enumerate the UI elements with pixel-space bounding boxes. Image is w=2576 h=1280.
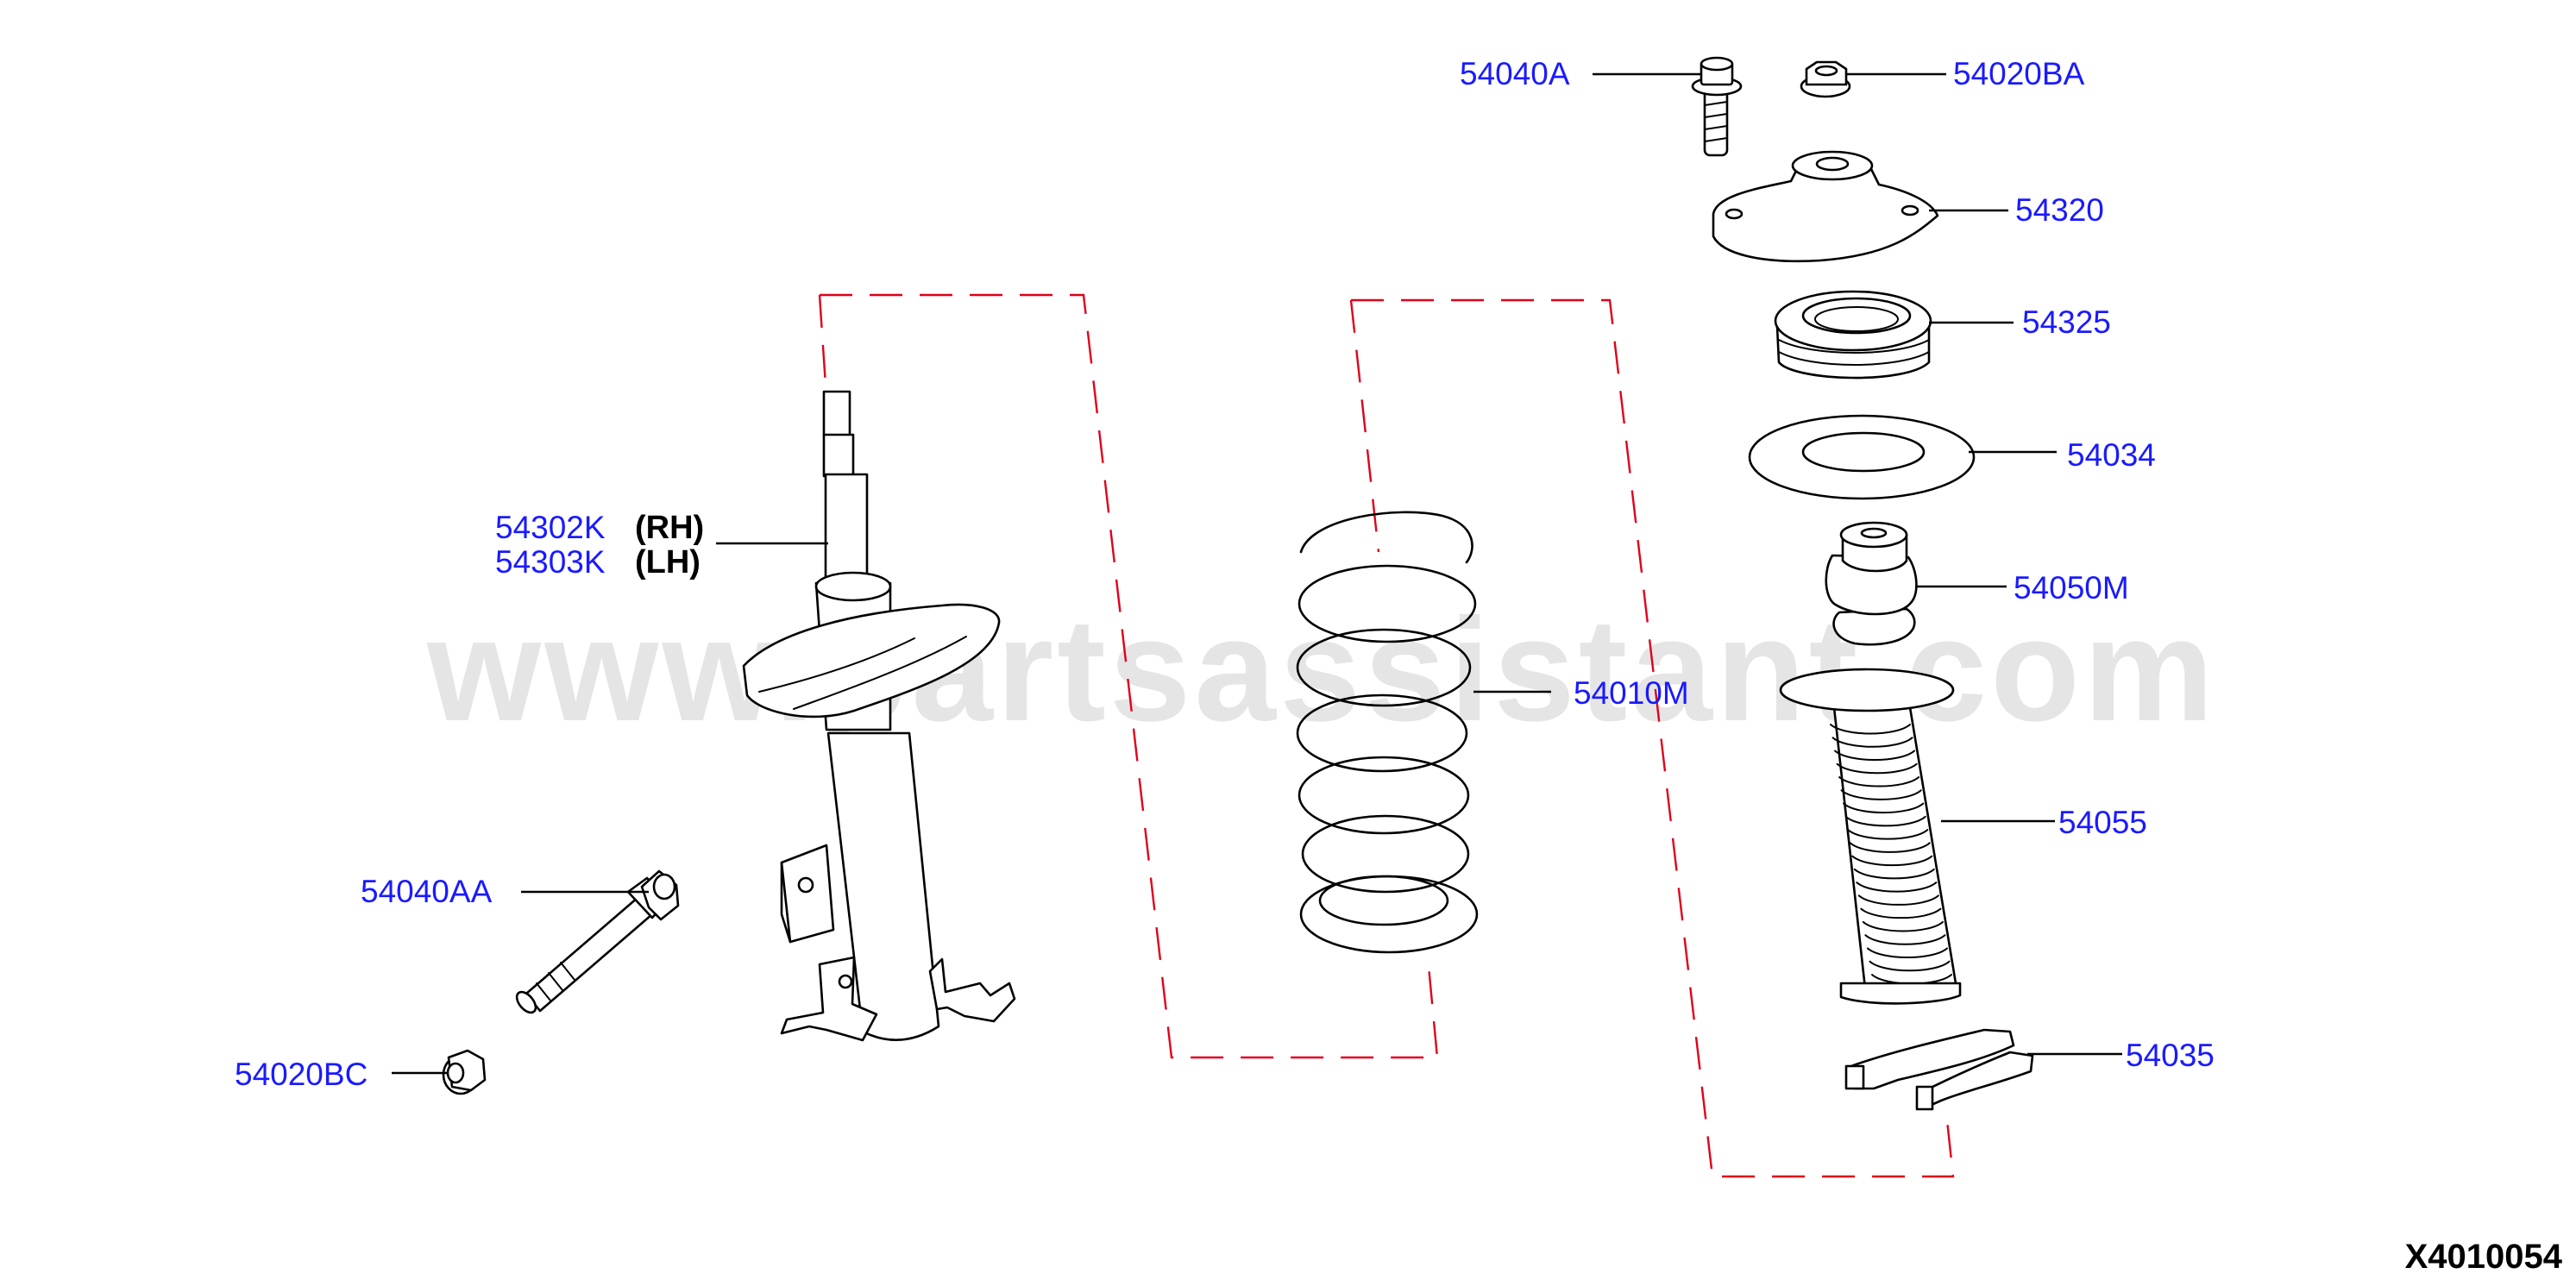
bump-stop-middle [1825, 554, 1918, 616]
lower-bracket-right [928, 957, 1016, 1023]
mount-body [1712, 166, 1939, 263]
boot-ring [1830, 724, 1911, 735]
boot-ring [1843, 802, 1925, 813]
coil-4 [1297, 756, 1470, 835]
boot-ring [1847, 829, 1929, 840]
label-54020BC[interactable]: 54020BC [235, 1057, 368, 1092]
label-54050M[interactable]: 54050M [2014, 570, 2129, 605]
lower-nut-hole [446, 1062, 465, 1084]
boot-ring [1869, 960, 1951, 972]
rod-upper [822, 433, 855, 478]
bolt-top-thread [1704, 101, 1728, 142]
lower-bolt-head-cap [652, 873, 676, 900]
clip-icon [1844, 1028, 2034, 1111]
label-54035[interactable]: 54035 [2126, 1038, 2215, 1073]
diagram-code: X4010054 [2405, 1238, 2563, 1276]
boot-ring [1844, 815, 1926, 827]
nut-top-hole [1814, 65, 1838, 77]
rod-tip [822, 390, 851, 438]
lower-bracket-hole [838, 974, 853, 989]
spring-boot-dashed-line [1351, 298, 1955, 1178]
callout-labels: 54040A 54020BA 54320 54325 54034 54050M … [235, 56, 2215, 1092]
coil-spring-icon [1296, 511, 1479, 954]
coil-inner-end [1318, 875, 1449, 926]
lower-bolt-tip [515, 990, 537, 1014]
top-bolt-icon [1691, 56, 1743, 157]
bearing-icon [1774, 290, 1932, 380]
mount-center-hole [1815, 156, 1850, 172]
clip-tab-left [1844, 1064, 1865, 1090]
boot-ring [1857, 894, 1939, 906]
boot-ring [1853, 868, 1935, 880]
seat-inner [1801, 431, 1926, 473]
label-54302K[interactable]: 54302K [495, 510, 606, 545]
bump-stop-hole [1860, 527, 1888, 539]
coil-top [1299, 511, 1473, 564]
bearing-inner [1801, 297, 1912, 335]
strut-spring-dashed-line [820, 293, 1439, 1059]
label-rh: (RH) [635, 510, 704, 546]
spring-seat-plate [742, 603, 1001, 718]
boot-ring [1849, 842, 1931, 853]
lower-bolt-thread [536, 962, 575, 1001]
label-54040A[interactable]: 54040A [1460, 56, 1570, 91]
boot-ring [1862, 920, 1944, 932]
clip-body [1850, 1028, 2015, 1090]
boot-ring [1856, 882, 1938, 893]
label-lh: (LH) [635, 544, 701, 580]
boot-ring [1866, 947, 1948, 958]
coil-1 [1297, 564, 1477, 643]
boot-rings [1830, 724, 1952, 985]
lower-nut-icon [442, 1049, 487, 1095]
spring-seat-icon [1748, 414, 1976, 500]
boot-ring [1840, 789, 1922, 800]
collar-top [814, 571, 892, 602]
boot-ring [1834, 750, 1916, 761]
bracket-edge [780, 861, 792, 944]
bump-stop-icon [1825, 521, 1918, 646]
label-54055[interactable]: 54055 [2058, 805, 2147, 840]
bolt-top-shank [1703, 88, 1729, 157]
label-54040AA[interactable]: 54040AA [361, 874, 493, 909]
clip-tab-right [1915, 1085, 1934, 1111]
top-nut-icon [1800, 60, 1851, 98]
label-54303K[interactable]: 54303K [495, 544, 606, 580]
label-54020BA[interactable]: 54020BA [1953, 56, 2085, 91]
boot-ring [1864, 934, 1946, 945]
boot-ring [1838, 776, 1920, 787]
boot-ring [1836, 762, 1918, 775]
mount-stud-left [1725, 208, 1744, 220]
clip-lower-arm [1917, 1051, 2034, 1109]
bolt-top-head-cap [1700, 56, 1734, 72]
lower-bracket-left [780, 956, 878, 1042]
bump-stop-lower [1832, 607, 1916, 646]
boot-top [1779, 668, 1955, 712]
label-54034[interactable]: 54034 [2067, 437, 2156, 473]
label-54325[interactable]: 54325 [2022, 304, 2111, 340]
boot-ring [1831, 737, 1913, 748]
coil-5 [1301, 814, 1470, 894]
bearing-inner-ring [1814, 306, 1899, 332]
strut-mount-icon [1712, 150, 1939, 263]
leader-lines [392, 72, 2122, 1075]
lower-bolt-icon [515, 869, 680, 1014]
bracket-hole [797, 876, 814, 894]
boot-ring [1851, 855, 1933, 867]
bearing-ribs [1778, 339, 1930, 366]
strut-assembly-icon [742, 390, 1016, 1042]
coil-2 [1296, 628, 1472, 707]
dust-boot-icon [1779, 668, 1962, 1005]
label-54010M[interactable]: 54010M [1574, 675, 1689, 711]
coil-3 [1296, 693, 1468, 773]
knuckle-bracket [780, 844, 835, 944]
watermark-text: www.partsassistant.com [426, 588, 2217, 752]
spring-dashed-drop [1349, 299, 1380, 553]
label-54320[interactable]: 54320 [2015, 192, 2104, 228]
boot-bottom [1839, 982, 1962, 1005]
seat-ridges [758, 636, 967, 710]
boot-ring [1860, 907, 1942, 919]
mount-stud-right [1901, 204, 1919, 216]
